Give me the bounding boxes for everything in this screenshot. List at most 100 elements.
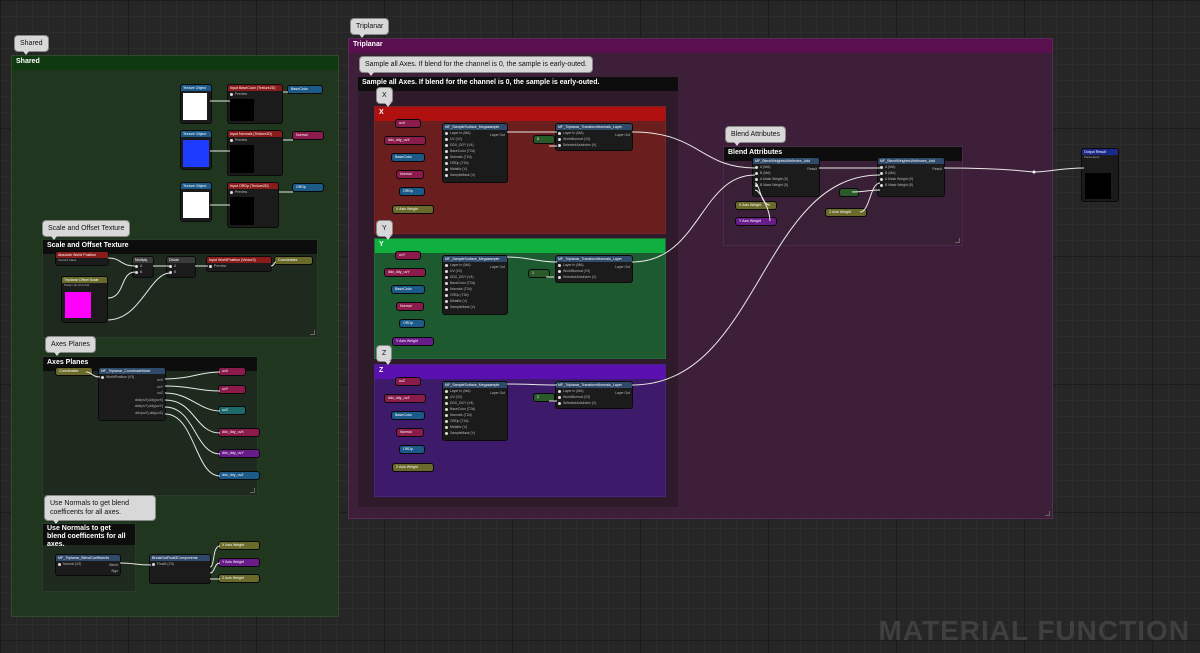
node-pin[interactable]: B Mask Weight (S) bbox=[878, 182, 944, 188]
axis-reroute-uv[interactable]: uvZ bbox=[396, 378, 420, 385]
uvx-reroute[interactable]: uvX bbox=[219, 368, 245, 375]
node-pin[interactable]: UV (V2) bbox=[443, 394, 507, 400]
node-pin[interactable]: DDX_DDY (V4) bbox=[443, 142, 507, 148]
z-axis-weight-chip[interactable]: Z Axis Weight bbox=[826, 209, 866, 216]
axis-reroute-dd[interactable]: ddx_ddy_uvZ bbox=[385, 395, 425, 402]
divide-node[interactable]: Divide A B bbox=[167, 257, 195, 277]
node-pin[interactable]: SampleMask (V) bbox=[443, 304, 507, 310]
axes-planes-bubble[interactable]: Axes Planes bbox=[45, 336, 96, 356]
node-pin[interactable]: B Mask Weight (S) bbox=[753, 182, 819, 188]
node-pin[interactable]: Layer In (MA) bbox=[443, 388, 507, 394]
node-pin[interactable]: Float3 (V3) bbox=[150, 561, 210, 567]
coordinates-reroute[interactable]: Coordinates bbox=[275, 257, 312, 264]
resize-grip[interactable] bbox=[955, 238, 960, 243]
axis-reroute-o[interactable]: ORDp bbox=[400, 446, 424, 453]
triplanar-coordinate-node[interactable]: MF_Triplanar_CoordinateNode WorldPositio… bbox=[99, 368, 165, 420]
node-pin[interactable]: SampleMask (V) bbox=[443, 430, 507, 436]
node-pin[interactable]: Layer In (MA) bbox=[556, 130, 632, 136]
node-pin[interactable]: UV (V2) bbox=[443, 268, 507, 274]
node-pin[interactable]: BaseColor (T2d) bbox=[443, 148, 507, 154]
axis-reroute-dd[interactable]: ddx_ddy_uvY bbox=[385, 269, 425, 276]
node-pin[interactable]: Preview bbox=[228, 189, 278, 195]
node-pin[interactable]: ORDp (T2d) bbox=[443, 418, 507, 424]
axis-reroute-o[interactable]: ORDp bbox=[400, 188, 424, 195]
node-pin[interactable]: B (MA) bbox=[878, 170, 944, 176]
node-pin[interactable]: WorldNormal (V3) bbox=[556, 268, 632, 274]
texture-object-node[interactable]: Texture Object bbox=[181, 85, 211, 123]
node-pin[interactable]: B (MA) bbox=[753, 170, 819, 176]
node-output[interactable]: Layer Out bbox=[615, 391, 630, 395]
axis-reroute-uv[interactable]: uvX bbox=[396, 120, 420, 127]
node-pin[interactable]: ORDp (T2d) bbox=[443, 160, 507, 166]
axis-reroute-n[interactable]: Normal bbox=[397, 429, 423, 436]
y-axis-bubble[interactable]: Y bbox=[376, 220, 393, 240]
node-output[interactable]: ddx(uvZ),ddy(uvZ) bbox=[135, 410, 163, 415]
axis-reroute-dd[interactable]: ddx_ddy_uvX bbox=[385, 137, 425, 144]
axis-reroute-w[interactable]: Y Axis Weight bbox=[393, 338, 433, 345]
node-pin[interactable]: SelectedAxisIndex (V) bbox=[556, 142, 632, 148]
break-float3-node[interactable]: BreakOutFloat3Components Float3 (V3) bbox=[150, 555, 210, 583]
output-result-node[interactable]: Output Result Parameters bbox=[1082, 149, 1118, 201]
blend-coefficients-node[interactable]: MF_Triplanar_BlendCoefficients Normal (V… bbox=[56, 555, 120, 575]
scale-offset-bubble[interactable]: Scale and Offset Texture bbox=[42, 220, 131, 240]
z-axis-bubble[interactable]: Z bbox=[376, 345, 393, 365]
blend-add-node-1[interactable]: MF_BlendWeightedAttributes_Add A (MA) B … bbox=[753, 158, 819, 196]
node-pin[interactable]: Metallic (V) bbox=[443, 298, 507, 304]
node-pin[interactable]: A Mask Weight (S) bbox=[878, 176, 944, 182]
normal-reroute[interactable]: Normal bbox=[293, 132, 323, 139]
node-pin[interactable]: ORDp (T2d) bbox=[443, 292, 507, 298]
node-output[interactable]: Layer Out bbox=[615, 133, 630, 137]
node-pin[interactable]: SelectedAxisIndex (V) bbox=[556, 400, 632, 406]
input-normals-node[interactable]: Input Normals (Texture2D) Preview bbox=[228, 131, 282, 175]
offset-scale-param-node[interactable]: Triplanar Offset Scale Param (2) (0,0,0,… bbox=[62, 277, 107, 322]
axis-index-constant[interactable]: 1 bbox=[529, 270, 549, 277]
node-pin[interactable]: Normals (T2d) bbox=[443, 412, 507, 418]
uvz-reroute[interactable]: uvZ bbox=[219, 407, 245, 414]
axis-index-constant[interactable]: 2 bbox=[534, 394, 554, 401]
uvy-reroute[interactable]: uvY bbox=[219, 386, 245, 393]
node-output[interactable]: uvZ bbox=[157, 391, 163, 396]
node-pin[interactable]: Preview bbox=[228, 91, 282, 97]
node-pin[interactable]: Metallic (V) bbox=[443, 424, 507, 430]
node-pin[interactable]: Normal (V3) bbox=[56, 561, 120, 567]
blend-add-node-2[interactable]: MF_BlendWeightedAttributes_Add A (MA) B … bbox=[878, 158, 944, 196]
node-pin[interactable]: B bbox=[167, 269, 195, 275]
axis-reroute-n[interactable]: Normal bbox=[397, 303, 423, 310]
node-pin[interactable]: UV (V2) bbox=[443, 136, 507, 142]
node-pin[interactable]: SelectedAxisIndex (V) bbox=[556, 274, 632, 280]
node-pin[interactable]: Layer In (MA) bbox=[443, 130, 507, 136]
ddx-ddy-uvx-reroute[interactable]: ddx_ddy_uvX bbox=[219, 429, 259, 436]
node-pin[interactable]: BaseColor (T2d) bbox=[443, 406, 507, 412]
node-pin[interactable]: Preview bbox=[207, 263, 271, 269]
axis-reroute-w[interactable]: X Axis Weight bbox=[393, 206, 433, 213]
triplanar-bubble[interactable]: Triplanar bbox=[350, 18, 390, 38]
node-pin[interactable]: Preview bbox=[228, 137, 282, 143]
node-pin[interactable]: WorldNormal (V3) bbox=[556, 394, 632, 400]
node-output[interactable]: Result bbox=[807, 167, 817, 171]
node-pin[interactable]: B bbox=[133, 269, 153, 275]
node-pin[interactable]: Layer In (MA) bbox=[556, 262, 632, 268]
node-pin[interactable]: Normals (T2d) bbox=[443, 154, 507, 160]
node-pin[interactable]: A bbox=[167, 263, 195, 269]
node-output[interactable]: Layer Out bbox=[490, 133, 505, 137]
axis-reroute-n[interactable]: Normal bbox=[397, 171, 423, 178]
node-output[interactable]: Blend bbox=[109, 563, 118, 567]
node-pin[interactable]: Metallic (V) bbox=[443, 166, 507, 172]
node-pin[interactable]: Layer In (MA) bbox=[556, 388, 632, 394]
node-pin[interactable]: A bbox=[133, 263, 153, 269]
absolute-world-position-node[interactable]: Absolute World Position Vector3 Value bbox=[56, 252, 108, 265]
node-pin[interactable]: WorldNormal (V3) bbox=[556, 136, 632, 142]
input-ordp-node[interactable]: Input ORDp (Texture2D) Preview bbox=[228, 183, 278, 227]
node-pin[interactable]: DDX_DDY (V4) bbox=[443, 274, 507, 280]
axis-reroute-bc[interactable]: BaseColor bbox=[392, 412, 424, 419]
shared-bubble[interactable]: Shared bbox=[14, 35, 49, 55]
node-output[interactable]: uvX bbox=[157, 378, 163, 382]
node-pin[interactable]: WorldPosition (V3) bbox=[99, 374, 165, 380]
node-output[interactable]: ddx(uvX),ddy(uvX) bbox=[134, 397, 163, 402]
node-pin[interactable]: A (MA) bbox=[878, 164, 944, 170]
